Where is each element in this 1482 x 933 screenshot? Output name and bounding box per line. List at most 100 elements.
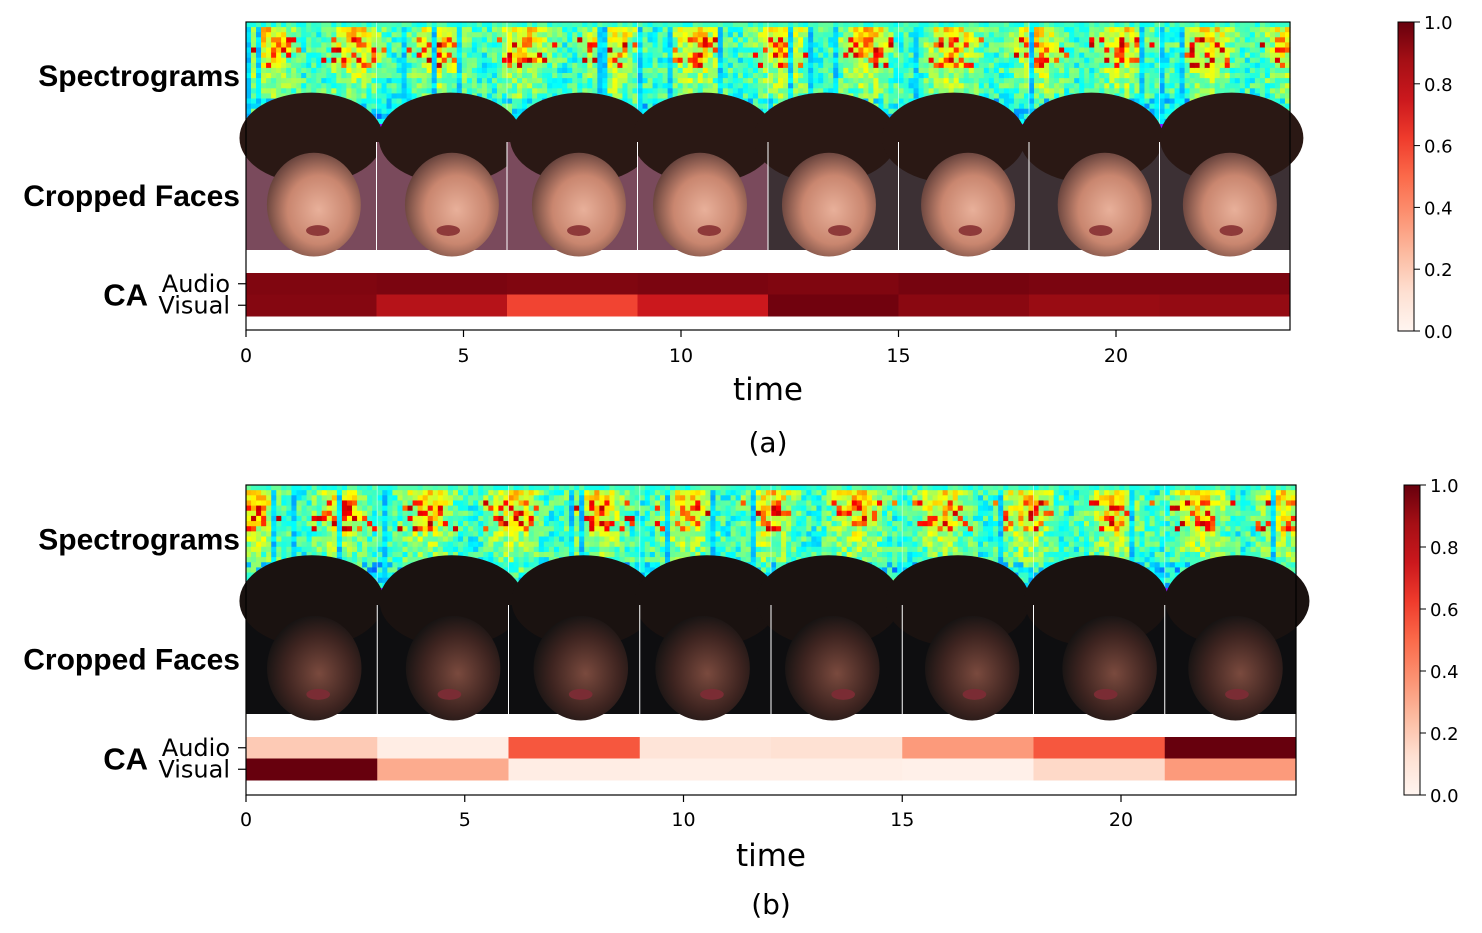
spectrogram-cell bbox=[1064, 88, 1070, 94]
spectrogram-cell bbox=[1220, 78, 1226, 84]
spectrogram-cell bbox=[939, 83, 945, 89]
spectrogram-cell bbox=[1074, 68, 1080, 74]
spectrogram-cell bbox=[307, 547, 313, 553]
spectrogram-cell bbox=[617, 88, 623, 94]
spectrogram-cell bbox=[562, 37, 568, 43]
spectrogram-cell bbox=[612, 58, 618, 64]
spectrogram-cell bbox=[392, 53, 398, 59]
spectrogram-cell bbox=[989, 27, 995, 33]
spectrogram-cell bbox=[698, 22, 704, 28]
spectrogram-cell bbox=[878, 53, 884, 59]
spectrogram-cell bbox=[597, 53, 603, 59]
spectrogram-cell bbox=[778, 48, 784, 54]
spectrogram-cell bbox=[693, 27, 699, 33]
spectrogram-cell bbox=[773, 88, 779, 94]
spectrogram-cell bbox=[422, 73, 428, 79]
spectrogram-cell bbox=[291, 495, 297, 501]
spectrogram-cell bbox=[1280, 32, 1286, 38]
spectrogram-cell bbox=[798, 58, 804, 64]
spectrogram-cell bbox=[532, 27, 538, 33]
spectrogram-cell bbox=[412, 48, 418, 54]
spectrogram-cell bbox=[517, 42, 523, 48]
spectrogram-cell bbox=[562, 58, 568, 64]
spectrogram-cell bbox=[1029, 27, 1035, 33]
spectrogram-cell bbox=[397, 48, 403, 54]
spectrogram-cell bbox=[703, 42, 709, 48]
spectrogram-cell bbox=[1280, 83, 1286, 89]
spectrogram-cell bbox=[868, 32, 874, 38]
spectrogram-cell bbox=[1139, 37, 1145, 43]
spectrogram-cell bbox=[286, 516, 292, 522]
spectrogram-cell bbox=[1190, 58, 1196, 64]
spectrogram-cell bbox=[873, 42, 879, 48]
spectrogram-cell bbox=[848, 78, 854, 84]
spectrogram-cell bbox=[1215, 22, 1221, 28]
spectrogram-cell bbox=[1049, 53, 1055, 59]
spectrogram-cell bbox=[317, 495, 323, 501]
spectrogram-cell bbox=[1210, 78, 1216, 84]
spectrogram-cell bbox=[798, 63, 804, 69]
spectrogram-cell bbox=[1240, 68, 1246, 74]
spectrogram-cell bbox=[828, 48, 834, 54]
spectrogram-cell bbox=[984, 73, 990, 79]
spectrogram-cell bbox=[718, 78, 724, 84]
spectrogram-cell bbox=[322, 516, 328, 522]
spectrogram-cell bbox=[251, 526, 257, 532]
spectrogram-cell bbox=[477, 88, 483, 94]
spectrogram-cell bbox=[1034, 22, 1040, 28]
spectrogram-cell bbox=[382, 485, 388, 491]
spectrogram-cell bbox=[843, 63, 849, 69]
spectrogram-cell bbox=[256, 48, 262, 54]
face-mouth bbox=[567, 225, 590, 236]
spectrogram-cell bbox=[276, 490, 282, 496]
spectrogram-cell bbox=[673, 27, 679, 33]
spectrogram-cell bbox=[904, 32, 910, 38]
spectrogram-cell bbox=[447, 53, 453, 59]
spectrogram-cell bbox=[728, 22, 734, 28]
spectrogram-cell bbox=[407, 37, 413, 43]
spectrogram-cell bbox=[261, 557, 267, 563]
spectrogram-cell bbox=[949, 73, 955, 79]
colorbar-tick-label: 0.4 bbox=[1424, 198, 1453, 219]
spectrogram-cell bbox=[1230, 58, 1236, 64]
spectrogram-cell bbox=[1200, 53, 1206, 59]
spectrogram-cell bbox=[994, 78, 1000, 84]
spectrogram-cell bbox=[818, 42, 824, 48]
spectrogram-cell bbox=[1114, 83, 1120, 89]
spectrogram-cell bbox=[888, 32, 894, 38]
spectrogram-cell bbox=[663, 27, 669, 33]
spectrogram-cell bbox=[397, 531, 403, 537]
spectrogram-cell bbox=[783, 22, 789, 28]
ca-cell-visual bbox=[768, 295, 899, 317]
spectrogram-cell bbox=[1084, 58, 1090, 64]
spectrogram-cell bbox=[627, 99, 633, 105]
spectrogram-cell bbox=[402, 88, 408, 94]
spectrogram-cell bbox=[939, 58, 945, 64]
spectrogram-cell bbox=[1205, 22, 1211, 28]
spectrogram-cell bbox=[738, 32, 744, 38]
spectrogram-cell bbox=[1240, 42, 1246, 48]
spectrogram-cell bbox=[286, 547, 292, 553]
spectrogram-cell bbox=[322, 521, 328, 527]
spectrogram-cell bbox=[352, 495, 358, 501]
spectrogram-cell bbox=[602, 32, 608, 38]
spectrogram-cell bbox=[351, 63, 357, 69]
spectrogram-cell bbox=[728, 42, 734, 48]
spectrogram-cell bbox=[873, 32, 879, 38]
spectrogram-cell bbox=[507, 68, 513, 74]
spectrogram-cell bbox=[798, 68, 804, 74]
spectrogram-cell bbox=[482, 83, 488, 89]
spectrogram-cell bbox=[261, 552, 267, 558]
spectrogram-cell bbox=[1165, 68, 1171, 74]
spectrogram-cell bbox=[366, 32, 372, 38]
spectrogram-cell bbox=[853, 22, 859, 28]
spectrogram-cell bbox=[979, 88, 985, 94]
spectrogram-cell bbox=[693, 78, 699, 84]
spectrogram-cell bbox=[582, 32, 588, 38]
spectrogram-cell bbox=[833, 48, 839, 54]
spectrogram-cell bbox=[352, 531, 358, 537]
spectrogram-cell bbox=[648, 58, 654, 64]
spectrogram-cell bbox=[1160, 32, 1166, 38]
spectrogram-cell bbox=[758, 58, 764, 64]
spectrogram-cell bbox=[934, 48, 940, 54]
